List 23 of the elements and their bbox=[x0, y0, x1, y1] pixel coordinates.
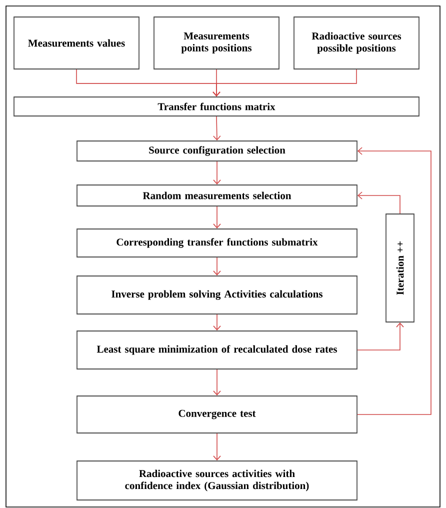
process-box: Radioactive sources possible positions bbox=[294, 16, 420, 70]
process-box: Source configuration selection bbox=[76, 140, 358, 162]
process-box: Radioactive sources activities with confidence index (Gaussian distribution) bbox=[76, 460, 358, 500]
arrow bbox=[357, 147, 432, 415]
arrow bbox=[213, 257, 221, 276]
arrow bbox=[213, 314, 221, 331]
process-box: Inverse problem solving Activities calculations bbox=[76, 276, 358, 314]
process-box: Transfer functions matrix bbox=[14, 96, 420, 116]
arrow bbox=[213, 116, 221, 141]
process-box: Least square minimization of recalculated dose rates bbox=[76, 330, 358, 370]
arrow bbox=[213, 433, 221, 461]
iteration-box: Iteration ++ bbox=[386, 214, 414, 322]
arrow bbox=[213, 161, 221, 185]
arrow bbox=[357, 192, 400, 214]
process-box: Convergence test bbox=[76, 396, 358, 434]
arrow bbox=[213, 369, 221, 396]
process-box: Corresponding transfer functions submatrix bbox=[76, 228, 358, 258]
process-box: Measurements values bbox=[14, 16, 140, 70]
arrow bbox=[212, 69, 357, 97]
process-box: Random measurements selection bbox=[76, 184, 358, 206]
process-box: Measurements points positions bbox=[154, 16, 280, 70]
arrow bbox=[357, 322, 404, 350]
arrow bbox=[213, 206, 221, 229]
